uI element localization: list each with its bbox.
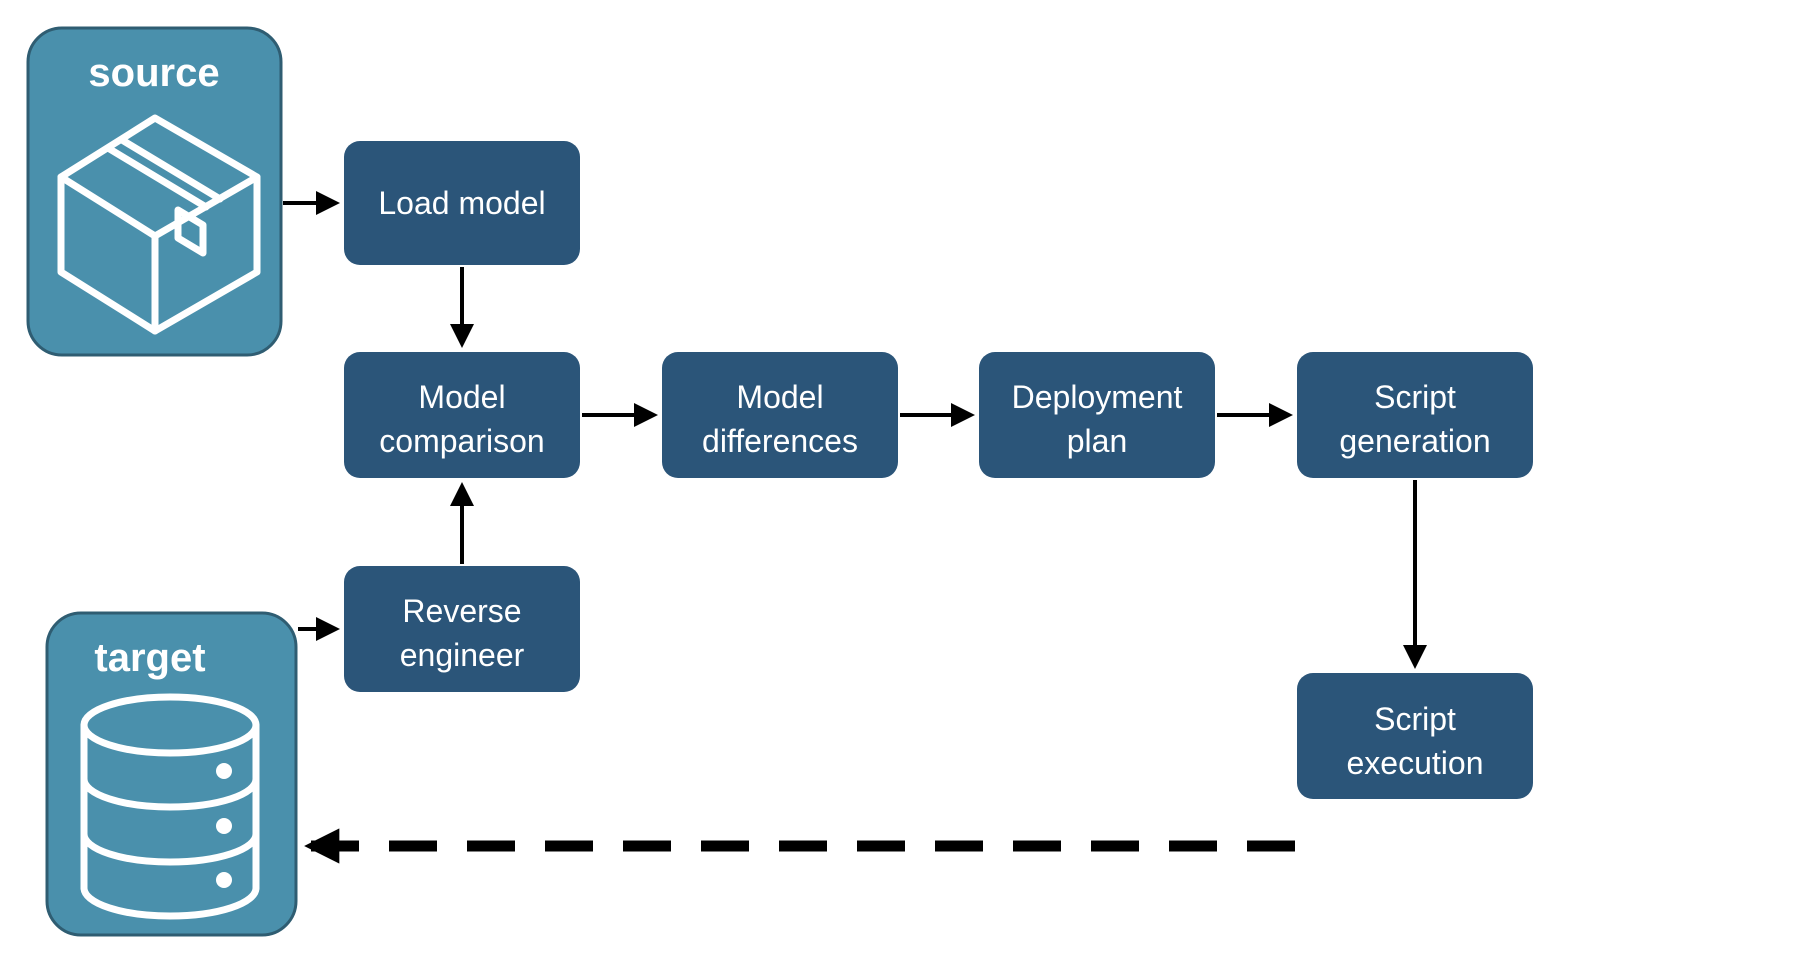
process-model-comparison-shape [344,352,580,478]
process-model-comparison-label-line1: Model [418,379,505,415]
process-model-differences-label-line2: differences [702,423,858,459]
process-script-execution-label-line1: Script [1374,701,1456,737]
database-cylinder-icon [80,693,260,920]
process-load-model-label-line1: Load model [378,185,545,221]
endpoint-source[interactable]: source [26,26,283,357]
endpoint-target-label: target [94,636,205,680]
process-script-execution[interactable]: Script execution [1297,673,1533,799]
process-model-differences[interactable]: Model differences [662,352,898,478]
process-model-comparison[interactable]: Model comparison [344,352,580,478]
connector-layer [283,191,1427,864]
process-script-generation[interactable]: Script generation [1297,352,1533,478]
process-script-execution-shape [1297,673,1533,799]
process-script-generation-shape [1297,352,1533,478]
process-reverse-engineer-label-line2: engineer [400,637,525,673]
process-deployment-plan-label-line2: plan [1067,423,1128,459]
process-deployment-plan[interactable]: Deployment plan [979,352,1215,478]
process-script-execution-label-line2: execution [1347,745,1484,781]
process-deployment-plan-label-line1: Deployment [1012,379,1183,415]
process-model-comparison-label-line2: comparison [379,423,544,459]
process-script-generation-label-line2: generation [1339,423,1490,459]
endpoint-target[interactable]: target [45,611,298,937]
process-script-generation-label-line1: Script [1374,379,1456,415]
process-model-differences-shape [662,352,898,478]
endpoint-source-shape [26,26,283,357]
process-reverse-engineer[interactable]: Reverse engineer [344,566,580,692]
process-deployment-plan-shape [979,352,1215,478]
process-load-model[interactable]: Load model [344,141,580,265]
process-load-model-shape [344,141,580,265]
package-box-icon [57,114,261,335]
endpoint-source-label: source [88,51,219,95]
process-model-differences-label-line1: Model [736,379,823,415]
process-reverse-engineer-shape [344,566,580,692]
process-reverse-engineer-label-line1: Reverse [402,593,521,629]
